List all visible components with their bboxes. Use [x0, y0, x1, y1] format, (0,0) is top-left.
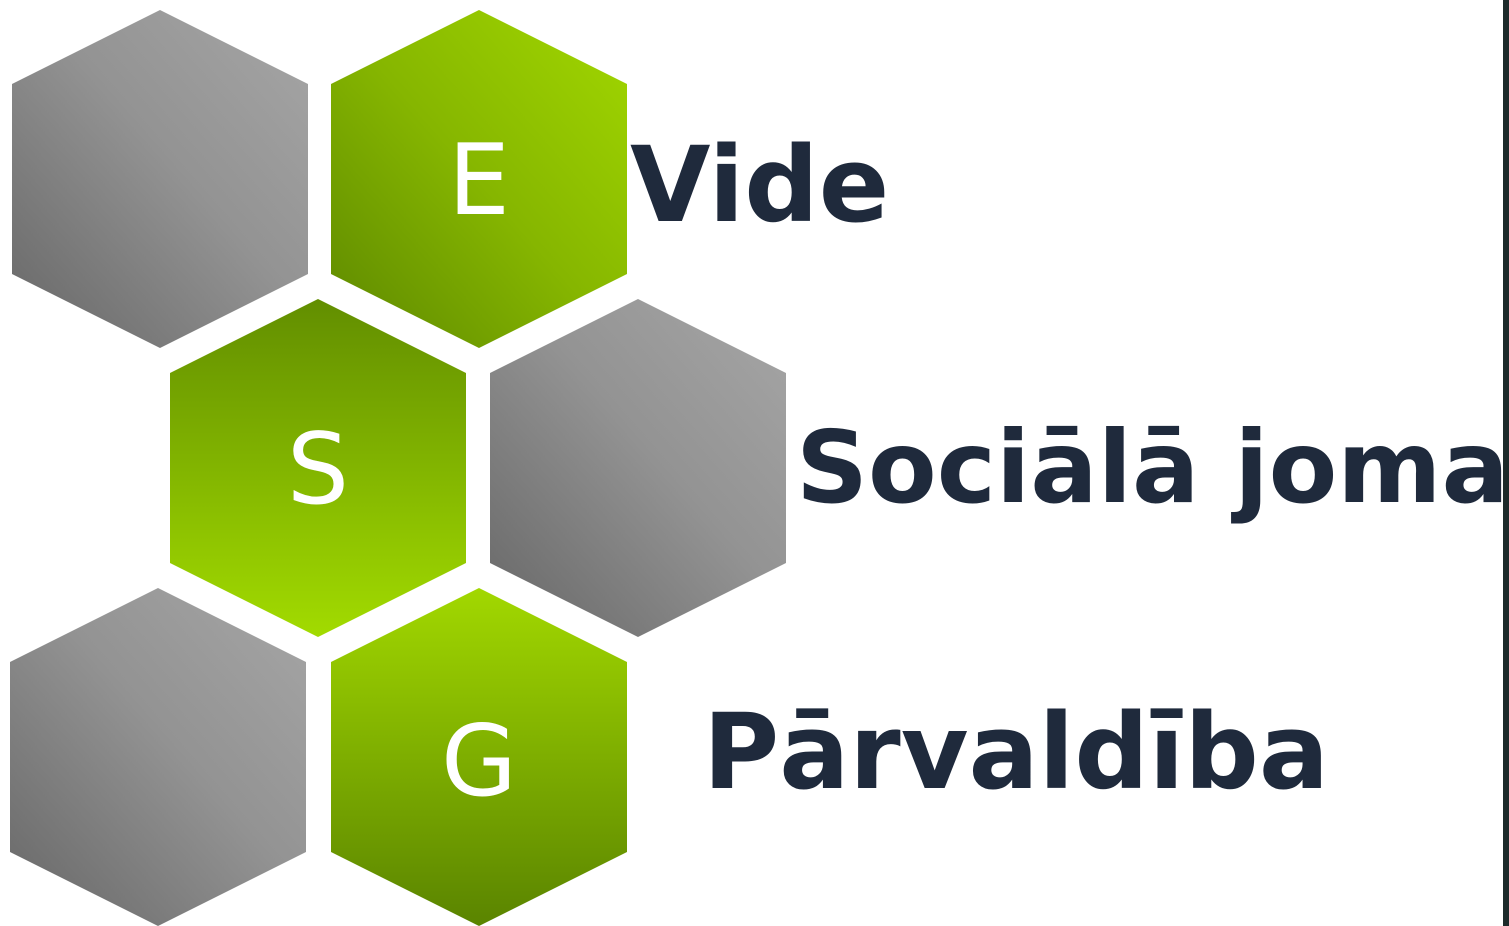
hexagon-s	[170, 299, 466, 637]
right-edge-strip	[1503, 0, 1509, 926]
governance-label: Pārvaldība	[703, 691, 1330, 813]
environment-label: Vide	[630, 124, 890, 246]
hexagon-s-letter: S	[287, 413, 349, 527]
hexagon-gray-top-left	[12, 10, 308, 348]
hexagon-g-letter: G	[441, 705, 517, 819]
hexagon-e	[331, 10, 627, 348]
hexagon-e-letter: E	[448, 124, 510, 238]
hexagon-gray-middle-right	[490, 299, 786, 637]
social-label: Sociālā joma	[796, 409, 1509, 526]
hexagon-g	[331, 588, 627, 926]
hexagon-gray-bottom-left	[10, 588, 306, 926]
